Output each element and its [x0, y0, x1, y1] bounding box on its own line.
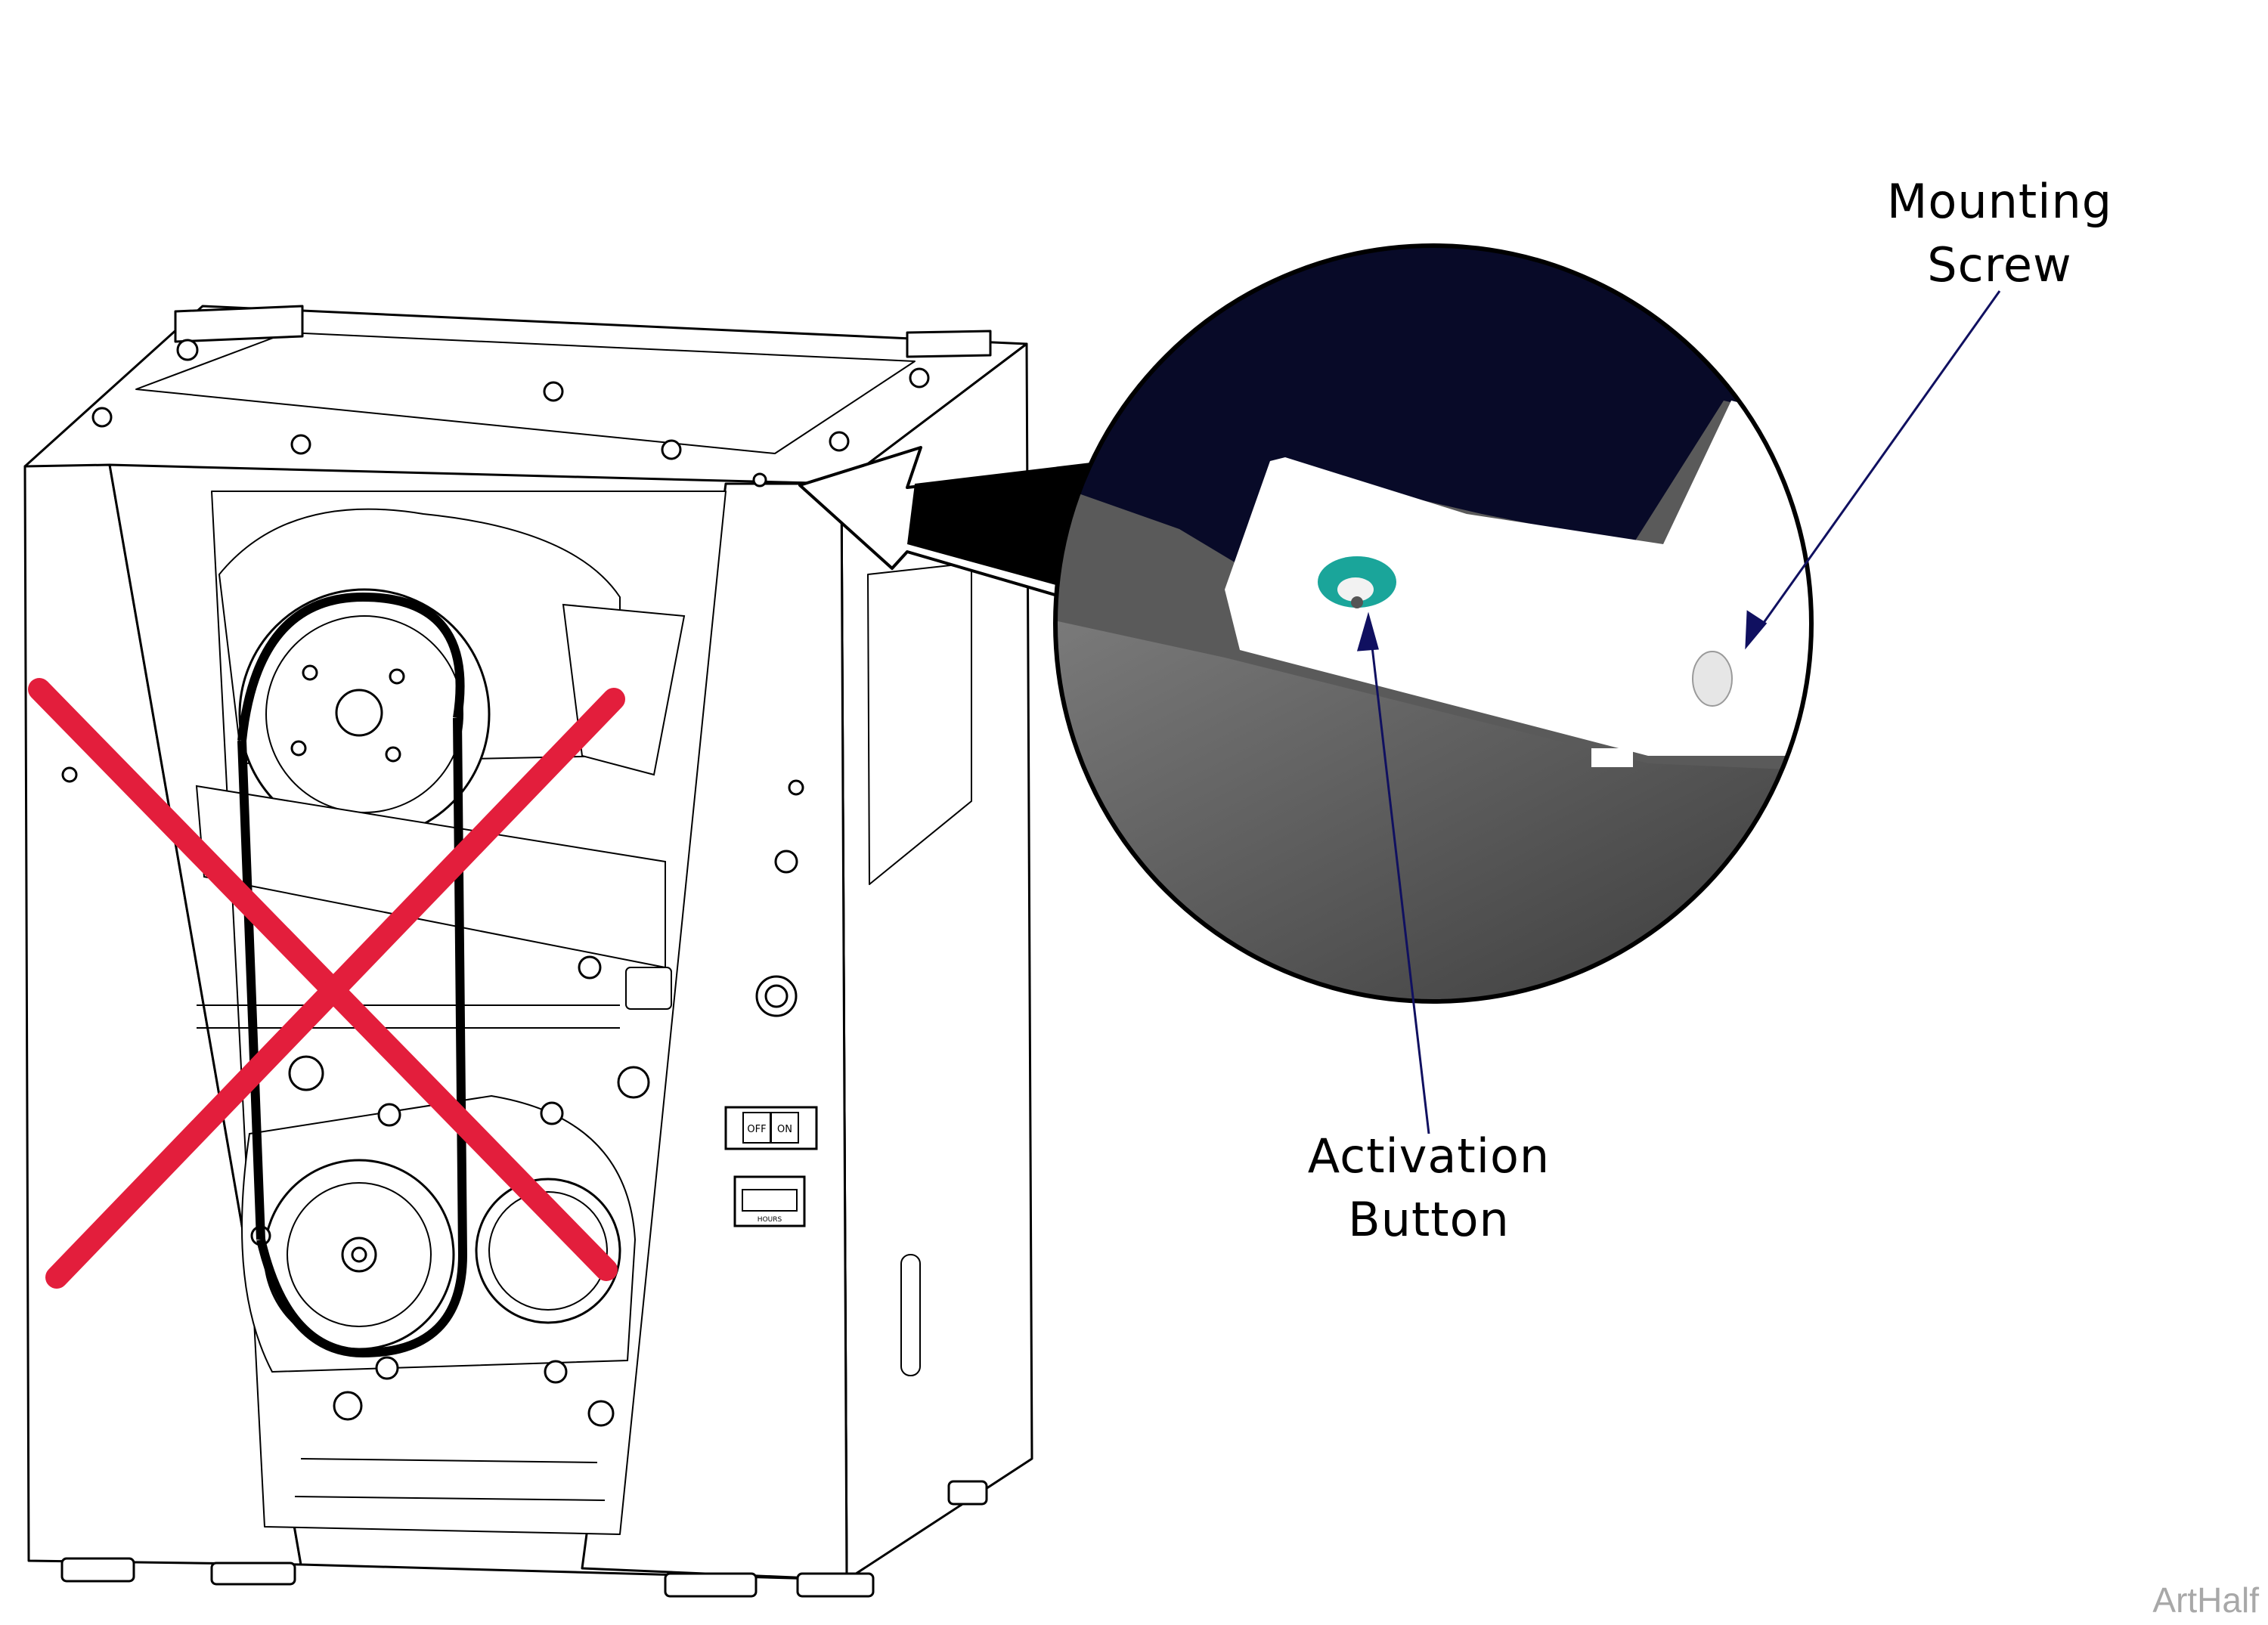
zoom-circle-border [1053, 243, 1814, 1004]
activation-button-leader [1368, 627, 1430, 1134]
zoom-inset [1055, 246, 1811, 1001]
power-switch[interactable]: OFF ON [724, 1106, 818, 1150]
callout-lines [1356, 290, 2001, 1134]
drive-belt [237, 717, 467, 1255]
switch-on-label: ON [777, 1124, 792, 1135]
drive-mechanism [195, 508, 686, 1427]
watermark: ArtHalf [2152, 1580, 2259, 1620]
hour-meter: HOURS [733, 1175, 806, 1227]
mounting-screw-label: Mounting Screw [1886, 174, 2113, 292]
control-panel: OFF ON HOURS [724, 850, 818, 1227]
mounting-screw [1692, 651, 1733, 707]
switch-off-label: OFF [747, 1124, 766, 1135]
red-x-icon [28, 678, 625, 1289]
activation-button-arrowhead [1356, 611, 1379, 652]
activation-button-label: Activation Button [1307, 1128, 1551, 1247]
mounting-screw-arrowhead [1745, 610, 1768, 650]
mounting-screw-leader [1756, 290, 2001, 632]
hour-meter-caption: HOURS [758, 1216, 782, 1224]
